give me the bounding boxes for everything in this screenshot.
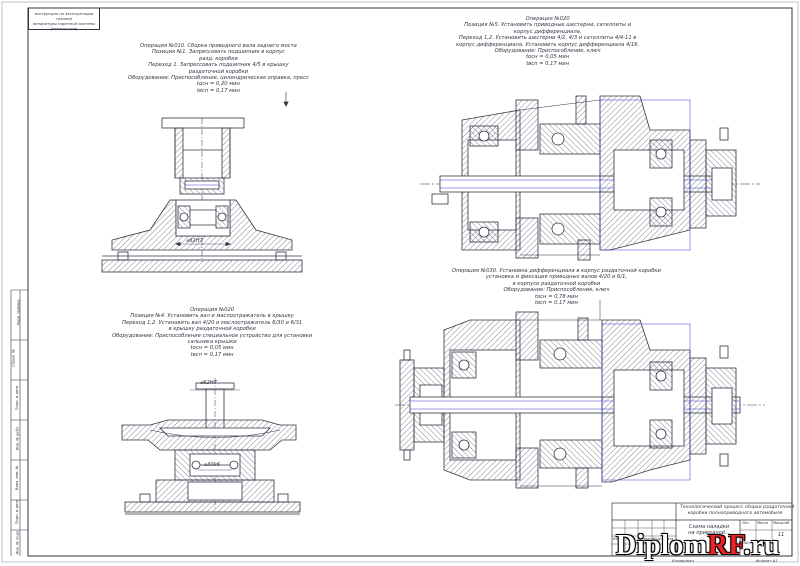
watermark-main: Diplom <box>616 530 708 561</box>
title-block <box>611 502 793 557</box>
op020-dimension-inner: ⌀30k6 <box>204 462 221 468</box>
op020-right-line-5: корпус дифференциала. Установить корпус … <box>456 41 640 48</box>
op020-dimension-top: ⌀62H7 <box>200 380 217 386</box>
title-block-col-list: Лист <box>626 537 635 541</box>
op010-line-4: Переход 1. Запрессовать подшипник 4/5 в … <box>148 62 289 69</box>
top-corner-stamp: инструкция по эксплуатации газовой аппар… <box>28 8 100 31</box>
gearbox-section-bottom <box>395 300 765 489</box>
op030-line-2: установка и фиксация приводных валов 4/2… <box>485 274 628 281</box>
op020-right-line-7: tосн = 0,05 мин <box>526 54 570 61</box>
title-block-col-date: Дата <box>665 537 674 541</box>
title-block-copied: Копировал <box>672 558 694 563</box>
side-strip: Инв. № подл. Подп. и дата Взам. инв. № И… <box>11 290 28 556</box>
top-corner-line-2: аппаратуры нарезной системы (вентиляции) <box>32 21 96 31</box>
op020-right-line-8: tвсп = 0,17 мин <box>526 60 570 67</box>
side-label-2: Подп. и дата <box>15 499 20 525</box>
drawing-name-line-1: Схема наладки <box>688 524 730 530</box>
op020-left-line-1: Операция №020 <box>190 307 235 313</box>
title-block-sheet-number: 11 <box>778 532 785 538</box>
op020-left-annotation: Операция №020 Позиция №4. Установить вал… <box>112 307 312 358</box>
top-corner-line-1: инструкция по эксплуатации газовой <box>34 11 94 21</box>
op020-right-line-3: корпус дифференциала. <box>513 28 582 35</box>
op030-line-5: tосн = 0,78 мин <box>534 293 578 300</box>
title-block-col-sign: Подп. <box>653 537 663 541</box>
title-block-lit: Лит. <box>742 521 750 525</box>
diplomrf-watermark-logo: DiplomRF.ru <box>616 530 780 562</box>
doc-title-line-2: коробки полноприводного автомобиля <box>687 510 783 516</box>
op020-left-line-8: tвсп = 0,17 мин <box>190 351 234 358</box>
op030-annotation: Операция №030. Установка дифференциала в… <box>452 268 661 306</box>
op010-line-1: Операция №010. Сборка приводного вала за… <box>140 43 297 49</box>
side-label-1: Инв. № подл. <box>15 529 20 555</box>
op020-left-line-2: Позиция №4. Установить вал и маслоотража… <box>130 313 294 320</box>
drawing-name-line-2: на приводной... <box>688 530 730 536</box>
side-label-4: Инв. № дубл. <box>15 425 20 451</box>
op010-line-7: tосн = 0,20 мин <box>196 81 240 88</box>
op020-left-line-5: Оборудование: Приспособление специальное… <box>112 332 313 339</box>
op010-dimension: ⌀62H7 <box>186 238 203 244</box>
side-label-5: Подп. и дата <box>15 385 20 411</box>
inner-frame <box>27 7 793 557</box>
watermark-tld: .ru <box>743 530 780 561</box>
side-label-7: Перв. примен. <box>16 298 21 326</box>
op020-right-annotation: Операция №020 Позиция №5. Установить при… <box>456 16 639 67</box>
op030-line-1: Операция №030. Установка дифференциала в… <box>452 268 661 274</box>
title-block-col-izm: Изм. <box>613 537 621 541</box>
watermark-accent: RF <box>707 530 744 561</box>
op020-left-line-6: сальника крышки <box>187 339 237 346</box>
op030-line-6: tвсп = 0,17 мин <box>535 300 578 307</box>
title-block-scale: Масштаб <box>773 521 790 525</box>
op020-right-line-2: Позиция №5. Установить приводные шестерн… <box>464 22 631 29</box>
op020-left-line-4: в крышку раздаточной коробки <box>168 326 256 333</box>
op010-annotation: Операция №010. Сборка приводного вала за… <box>128 43 309 94</box>
op020-left-line-7: tосн = 0,05 мин <box>190 345 234 352</box>
press-fixture-view <box>101 92 303 273</box>
op010-line-2: Позиция №1. Запрессовать подшипник в кор… <box>151 49 285 56</box>
gearbox-section-top <box>420 95 760 261</box>
cover-fixture-view <box>121 378 301 515</box>
op010-line-5: раздаточной коробки <box>188 68 249 75</box>
title-block-sheet-label: Лист <box>742 541 752 545</box>
side-label-6: Справ. № <box>11 349 16 367</box>
op020-right-line-4: Переход 1,2. Установить шестерни 4/2, 4/… <box>458 35 637 42</box>
op030-line-4: Оборудование: Приспособление, ключ <box>503 287 610 294</box>
op010-line-6: Оборудование: Приспособление, цилиндриче… <box>128 75 309 82</box>
op010-line-3: разд. коробки <box>199 55 238 62</box>
op020-left-line-3: Переход 1,2. Установить вал 4/20 и масло… <box>122 319 303 326</box>
title-block-col-doc: № докум. <box>639 537 655 541</box>
title-block-doc-title: Технологический процесс сборки раздаточн… <box>680 505 795 516</box>
title-block-format: Формат А1 <box>756 558 778 563</box>
op020-right-line-1: Операция №020 <box>525 16 570 22</box>
op010-line-8: tвсп = 0,17 мин <box>196 87 240 94</box>
doc-title-line-1: Технологический процесс сборки раздаточн… <box>680 505 795 510</box>
op030-line-3: в корпусе раздаточной коробки <box>512 280 601 287</box>
op020-right-line-6: Оборудование: Приспособление, ключ <box>494 48 601 55</box>
side-label-3: Взам. инв. № <box>15 465 20 491</box>
title-block-mass: Масса <box>757 521 768 525</box>
title-block-sheets-label: Листов <box>760 541 774 545</box>
title-block-drawing-name: Схема наладки на приводной... <box>680 524 738 536</box>
